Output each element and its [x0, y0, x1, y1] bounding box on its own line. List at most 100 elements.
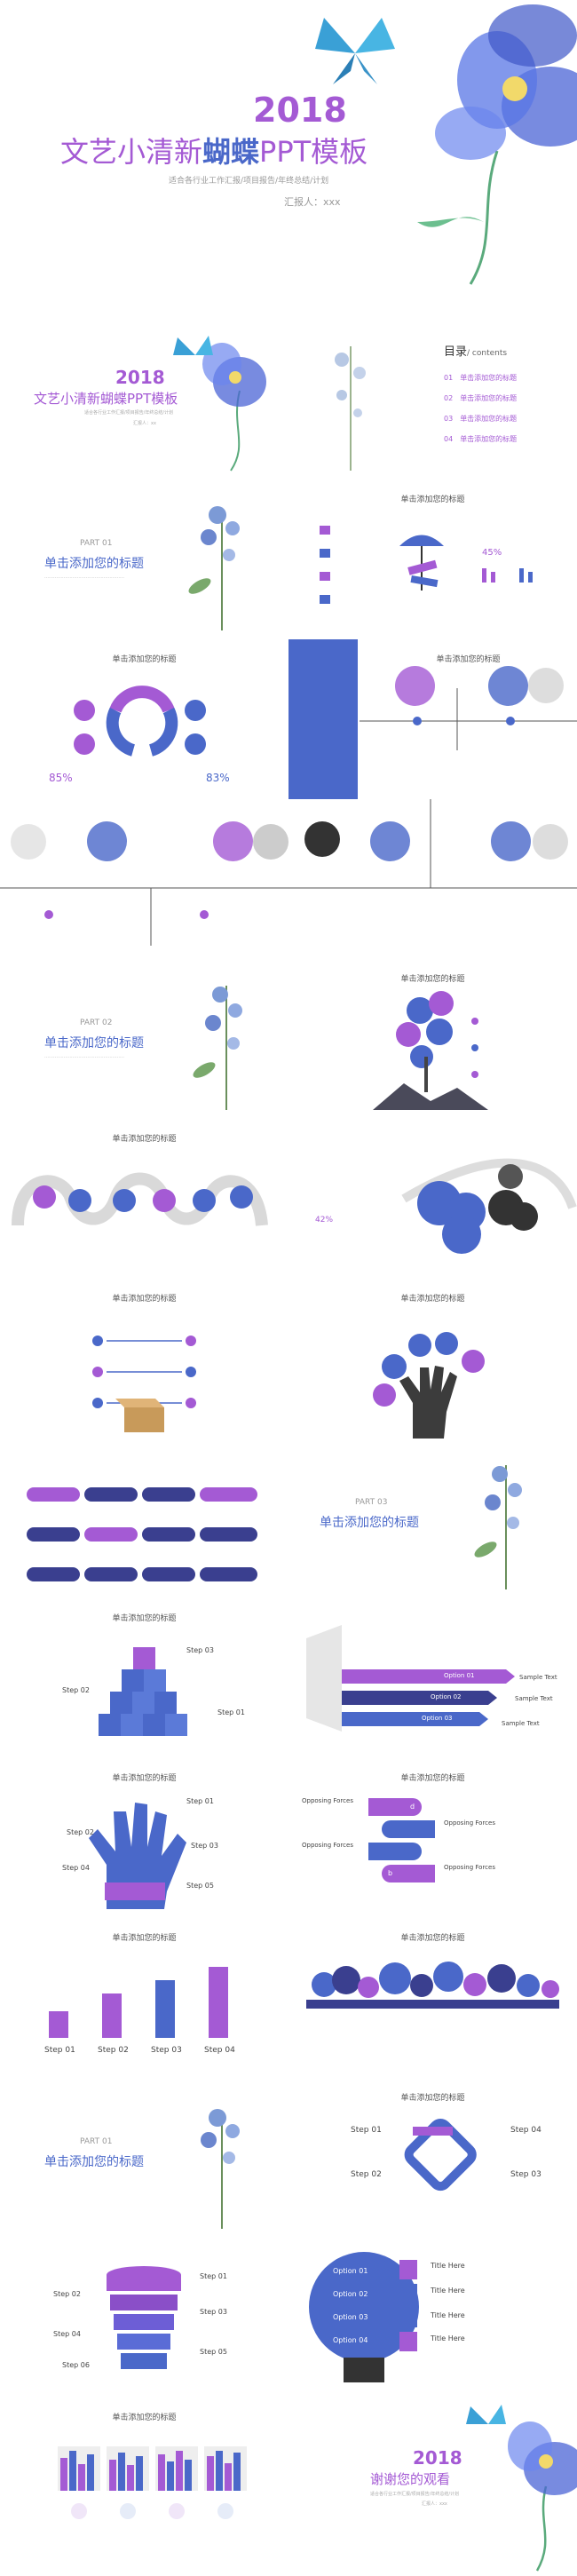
opposing-label: Opposing Forces — [302, 1797, 353, 1804]
percent-label: 45% — [482, 548, 502, 558]
step-label: Step 02 — [67, 1828, 94, 1836]
cloud-diagram — [401, 1158, 577, 1254]
part-plant-art — [201, 2109, 240, 2229]
opposing-diagram — [368, 1798, 435, 1882]
cover-slide: 2018 文艺小清新蝴蝶PPT模板 适合各行业工作汇报/项目报告/年终总结/计划… — [0, 0, 577, 320]
toc-item-label: 单击添加您的标题 — [460, 435, 518, 443]
toc-item-2[interactable]: 02 单击添加您的标题 — [444, 394, 518, 402]
toc-item-4[interactable]: 04 单击添加您的标题 — [444, 435, 518, 443]
title-text: Title Here — [431, 2287, 465, 2295]
slide-arrow-blocks — [0, 1439, 288, 1598]
slide-opposing: 单击添加您的标题 d b Opposing Forces Opposing Fo… — [288, 1758, 577, 1918]
hand-illustration — [399, 1366, 457, 1439]
step-label: Step 03 — [510, 2170, 541, 2179]
step-label: Step 04 — [53, 2330, 81, 2338]
sample-text: Sample Text — [519, 1674, 557, 1681]
slide-heading: 单击添加您的标题 — [400, 495, 465, 504]
bulb-diagram — [309, 2252, 419, 2382]
circle-node — [304, 821, 340, 857]
thanks-reporter: 汇报人：xxx — [422, 2501, 447, 2507]
option-label: Option 03 — [333, 2313, 368, 2321]
circle-node — [488, 666, 528, 706]
opposing-label: Opposing Forces — [302, 1842, 353, 1849]
option-label: Option 02 — [431, 1693, 462, 1700]
timeline-line — [360, 688, 577, 750]
step-label: Step 02 — [98, 2046, 129, 2055]
slide-bulb: Option 01 Option 02 Option 03 Option 04 … — [288, 2238, 577, 2398]
slide-heading: 单击添加您的标题 — [436, 655, 501, 664]
slide-fuel: 单击添加您的标题 Step 01 Step 02 Step 03 Step 04 — [0, 1918, 288, 2078]
slide-hand-steps: 单击添加您的标题 Step 01 Step 02 Step 03 Step 04… — [0, 1758, 288, 1918]
s2-reporter: 汇报人：xx — [133, 421, 156, 426]
toc-item-3[interactable]: 03 单击添加您的标题 — [444, 415, 518, 423]
toc-plant-art — [335, 346, 366, 471]
slide-box: 单击添加您的标题 — [0, 1279, 288, 1439]
part-plant-art — [193, 986, 242, 1110]
thanks-title: 谢谢您的观看 — [370, 2471, 451, 2487]
google-plus-icon — [462, 1350, 485, 1373]
step-label: Step 01 — [351, 2126, 382, 2135]
step-label: Step 03 — [186, 1646, 214, 1654]
step-label: Step 06 — [62, 2361, 90, 2369]
step-label: Step 01 — [217, 1708, 245, 1716]
slide-part01-a: PART 01 单击添加您的标题 ……………………………………………… — [0, 480, 288, 639]
slide-heading: 单击添加您的标题 — [400, 2094, 465, 2103]
part-label: PART 03 — [355, 1498, 388, 1507]
step-label: Step 04 — [62, 1864, 90, 1872]
part-desc-line: ……………………………………………… — [44, 575, 124, 580]
slide-part01-b: PART 01 单击添加您的标题 — [0, 2078, 288, 2238]
cover-art — [315, 4, 577, 285]
timeline-line — [0, 887, 288, 946]
step-label: Step 05 — [200, 2348, 227, 2356]
part-plant-art — [474, 1465, 522, 1589]
step-label: Step 01 — [200, 2272, 227, 2280]
slide-heading: 单击添加您的标题 — [400, 1934, 465, 1943]
slide-heading: 单击添加您的标题 — [400, 975, 465, 984]
thanks-subtitle: 适合各行业工作汇报/项目报告/年终总结/计划 — [370, 2492, 460, 2497]
pinterest-icon — [373, 1383, 396, 1407]
fuel-pumps — [49, 1967, 228, 2038]
slide-thanks: 2018 谢谢您的观看 适合各行业工作汇报/项目报告/年终总结/计划 汇报人：x… — [288, 2398, 577, 2575]
slide-title-small: 2018 文艺小清新蝴蝶PPT模板 适合各行业工作汇报/项目报告/年终总结/计划… — [0, 320, 288, 480]
step-label: Step 02 — [53, 2290, 81, 2298]
flower-butterfly-art — [173, 336, 266, 472]
step-label: Step 02 — [62, 1686, 90, 1694]
slide-toc: 目录/ contents 01 单击添加您的标题 02 单击添加您的标题 03 … — [288, 320, 577, 480]
forest-illustration — [306, 1962, 559, 2009]
cover-title-b: 蝴蝶 — [202, 135, 260, 169]
toc-title: 目录/ contents — [444, 346, 507, 358]
opposing-label: Opposing Forces — [444, 1864, 495, 1871]
slide-heading: 单击添加您的标题 — [112, 655, 177, 664]
s2-title: 文艺小清新蝴蝶PPT模板 — [34, 391, 178, 407]
slide-option-arrows: Option 01 Option 02 Option 03 Sample Tex… — [288, 1598, 577, 1758]
toc-title-en: / contents — [467, 349, 508, 358]
slide-cubes: 单击添加您的标题 Step 03 Step 02 Step 01 — [0, 1598, 288, 1758]
cover-title-a: 文艺小清新 — [60, 135, 203, 169]
option-label: Option 04 — [333, 2336, 368, 2344]
step-label: Step 03 — [191, 1842, 218, 1850]
avatar — [253, 824, 288, 860]
facebook-icon — [435, 1332, 458, 1355]
cover-reporter: 汇报人：xxx — [284, 196, 341, 208]
arrow-blocks — [27, 1487, 257, 1581]
step-label: Step 04 — [510, 2126, 541, 2135]
slide-social: 单击添加您的标题 — [288, 1279, 577, 1439]
letter-badge: d — [410, 1803, 415, 1811]
twitter-icon — [382, 1354, 407, 1379]
slide-heading: 单击添加您的标题 — [112, 1135, 177, 1144]
sample-text: Sample Text — [515, 1695, 553, 1702]
cover-title: 文艺小清新蝴蝶PPT模板 — [60, 138, 368, 166]
title-text: Title Here — [431, 2262, 465, 2270]
slide-heading: 单击添加您的标题 — [400, 1774, 465, 1783]
circle-node — [395, 666, 435, 706]
part-title: 单击添加您的标题 — [44, 1036, 144, 1050]
part-desc-line: ……………………………………………… — [44, 1054, 124, 1059]
tree-diagram — [373, 991, 488, 1110]
part-label: PART 02 — [80, 1019, 113, 1027]
cycle-diagram — [74, 686, 206, 757]
s2-year: 2018 — [115, 367, 165, 388]
letter-badge: b — [388, 1869, 393, 1877]
toc-item-1[interactable]: 01 单击添加您的标题 — [444, 374, 518, 382]
circle-node — [370, 821, 410, 861]
part-title: 单击添加您的标题 — [44, 557, 144, 571]
